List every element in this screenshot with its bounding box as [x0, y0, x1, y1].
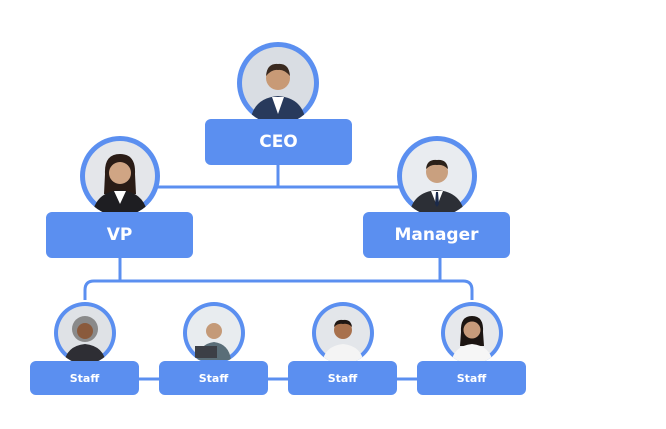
connector-staff-bus — [83, 279, 474, 300]
staff-node-1: Staff — [30, 361, 139, 395]
staff-photo-4 — [441, 302, 503, 364]
vp-photo — [80, 136, 160, 216]
staff-photo-3 — [312, 302, 374, 364]
ceo-photo — [237, 42, 319, 124]
manager-photo — [397, 136, 477, 216]
staff-node-4: Staff — [417, 361, 526, 395]
staff-node-3: Staff — [288, 361, 397, 395]
staff-photo-1 — [54, 302, 116, 364]
vp-node: VP — [46, 212, 193, 258]
staff-node-2: Staff — [159, 361, 268, 395]
manager-node: Manager — [363, 212, 510, 258]
staff-photo-2 — [183, 302, 245, 364]
ceo-node: CEO — [205, 119, 352, 165]
